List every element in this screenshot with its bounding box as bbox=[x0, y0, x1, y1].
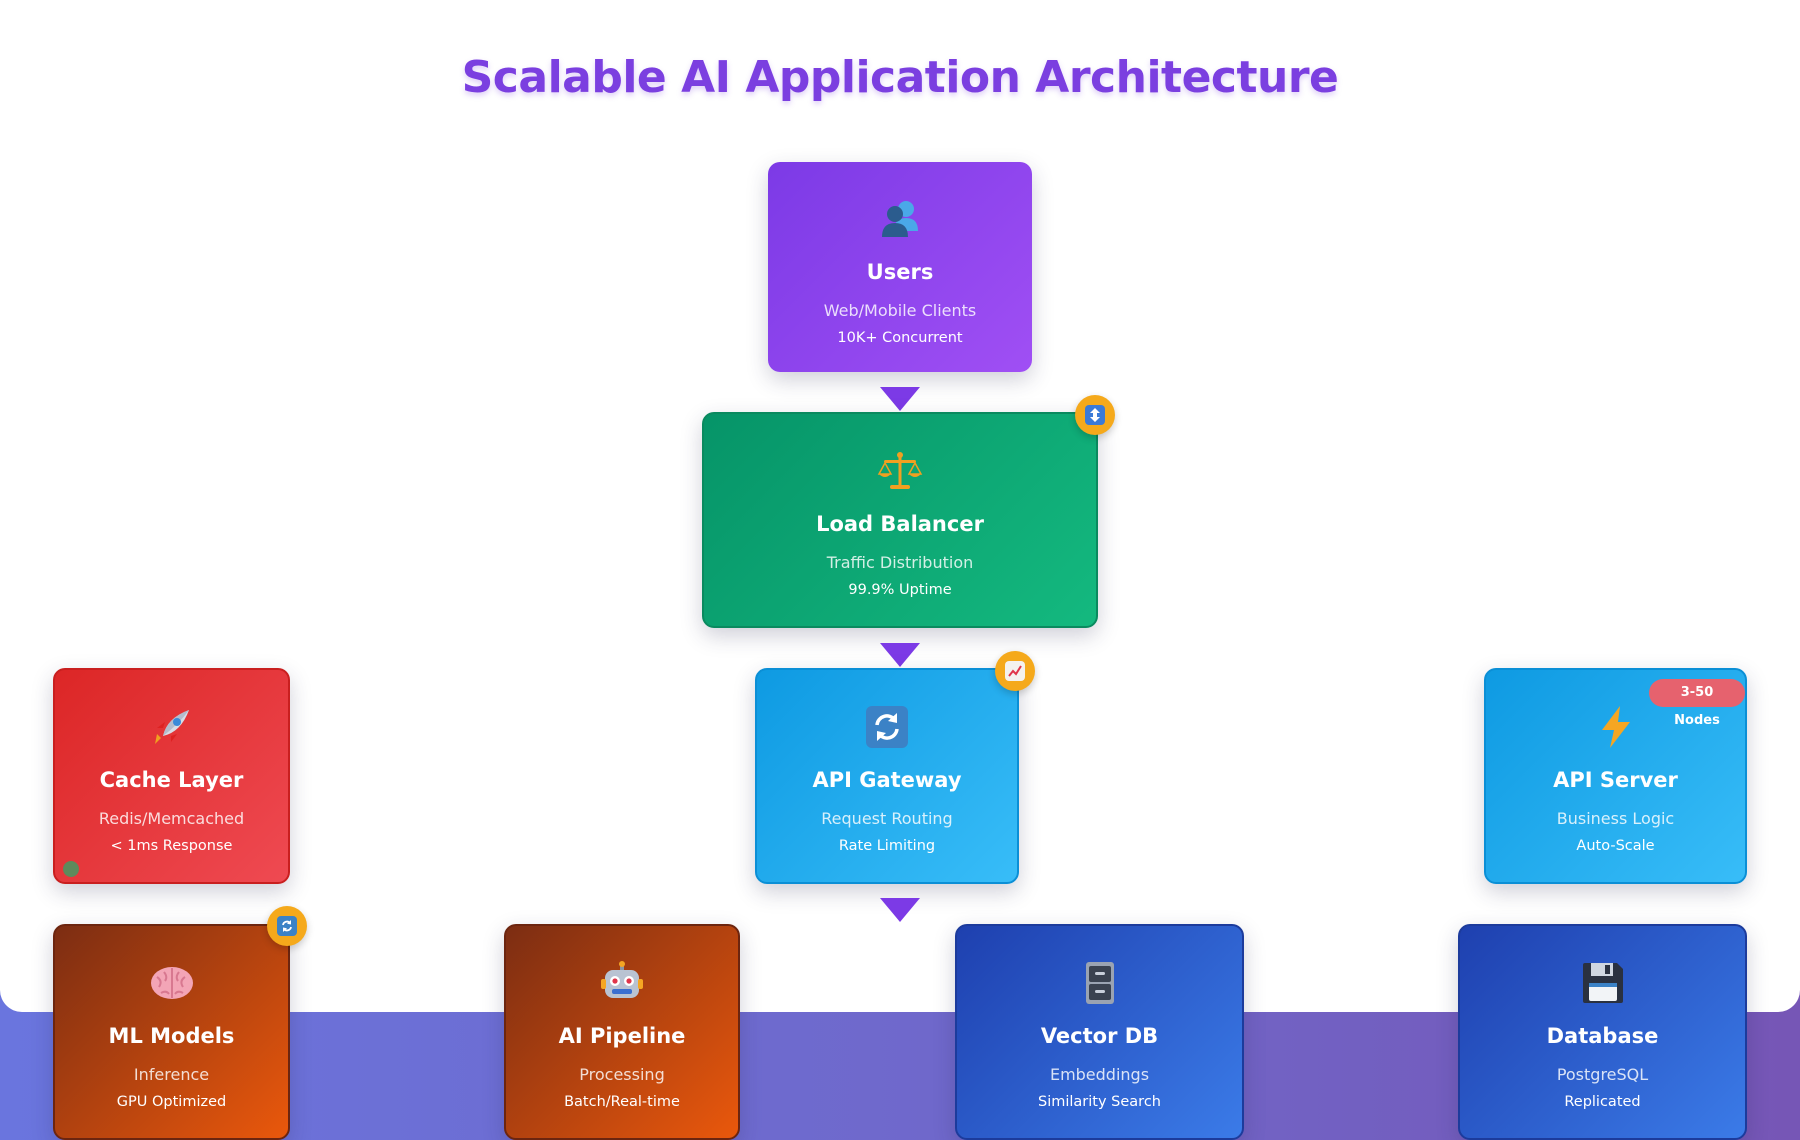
diagram-title: Scalable AI Application Architecture bbox=[461, 52, 1339, 103]
refresh-icon bbox=[277, 916, 297, 936]
node-detail: Rate Limiting bbox=[838, 838, 936, 854]
users-node[interactable]: Users Web/Mobile Clients 10K+ Concurrent bbox=[768, 162, 1032, 372]
node-subtitle: PostgreSQL bbox=[1556, 1065, 1649, 1084]
brain-icon bbox=[55, 956, 288, 1010]
node-subtitle: Redis/Memcached bbox=[98, 809, 245, 828]
cache-layer-node[interactable]: Cache Layer Redis/Memcached < 1ms Respon… bbox=[53, 668, 290, 884]
metrics-badge bbox=[995, 651, 1035, 691]
node-detail: < 1ms Response bbox=[110, 838, 233, 854]
node-subtitle: Request Routing bbox=[821, 809, 953, 828]
flow-arrow bbox=[880, 898, 920, 922]
sync-badge bbox=[267, 906, 307, 946]
node-name: Database bbox=[1546, 1024, 1659, 1048]
node-name: AI Pipeline bbox=[558, 1024, 686, 1048]
flow-arrow bbox=[880, 387, 920, 411]
balance-scale-icon bbox=[704, 444, 1096, 498]
node-detail: Batch/Real-time bbox=[564, 1094, 680, 1110]
api-server-node[interactable]: API Server Business Logic Auto-Scale 3-5… bbox=[1484, 668, 1747, 884]
floppy-disk-icon bbox=[1460, 956, 1745, 1010]
node-detail: Similarity Search bbox=[1038, 1094, 1161, 1110]
up-down-arrow-icon bbox=[1085, 405, 1105, 425]
node-subtitle: Processing bbox=[579, 1065, 665, 1084]
vector-db-node[interactable]: Vector DB Embeddings Similarity Search bbox=[955, 924, 1244, 1140]
file-cabinet-icon bbox=[957, 956, 1242, 1010]
node-detail: Replicated bbox=[1564, 1094, 1641, 1110]
node-name: Load Balancer bbox=[816, 512, 984, 536]
ml-models-node[interactable]: ML Models Inference GPU Optimized bbox=[53, 924, 290, 1140]
robot-icon bbox=[506, 956, 738, 1010]
node-subtitle: Embeddings bbox=[1049, 1065, 1150, 1084]
node-detail: 99.9% Uptime bbox=[848, 582, 952, 598]
api-gateway-node[interactable]: API Gateway Request Routing Rate Limitin… bbox=[755, 668, 1019, 884]
scale-badge bbox=[1075, 395, 1115, 435]
node-detail: 10K+ Concurrent bbox=[837, 330, 963, 346]
node-name: Vector DB bbox=[1040, 1024, 1159, 1048]
node-detail: Auto-Scale bbox=[1576, 838, 1655, 854]
node-subtitle: Inference bbox=[133, 1065, 210, 1084]
node-subtitle: Traffic Distribution bbox=[826, 553, 974, 572]
node-name: API Server bbox=[1553, 768, 1678, 792]
load-balancer-node[interactable]: Load Balancer Traffic Distribution 99.9%… bbox=[702, 412, 1098, 628]
ai-pipeline-node[interactable]: AI Pipeline Processing Batch/Real-time bbox=[504, 924, 740, 1140]
node-subtitle: Business Logic bbox=[1556, 809, 1675, 828]
node-subtitle: Web/Mobile Clients bbox=[823, 301, 977, 320]
chart-trend-icon bbox=[1005, 661, 1025, 681]
node-count-badge: 3-50 Nodes bbox=[1649, 679, 1745, 728]
node-name: Users bbox=[866, 260, 934, 284]
status-dot-icon bbox=[63, 861, 79, 877]
node-name: API Gateway bbox=[812, 768, 962, 792]
node-name: Cache Layer bbox=[99, 768, 244, 792]
refresh-icon bbox=[757, 700, 1017, 754]
lightning-icon bbox=[1486, 700, 1745, 754]
users-icon bbox=[768, 192, 1032, 246]
flow-arrow bbox=[880, 643, 920, 667]
database-node[interactable]: Database PostgreSQL Replicated bbox=[1458, 924, 1747, 1140]
rocket-icon bbox=[55, 700, 288, 754]
node-name: ML Models bbox=[108, 1024, 235, 1048]
node-detail: GPU Optimized bbox=[116, 1094, 227, 1110]
